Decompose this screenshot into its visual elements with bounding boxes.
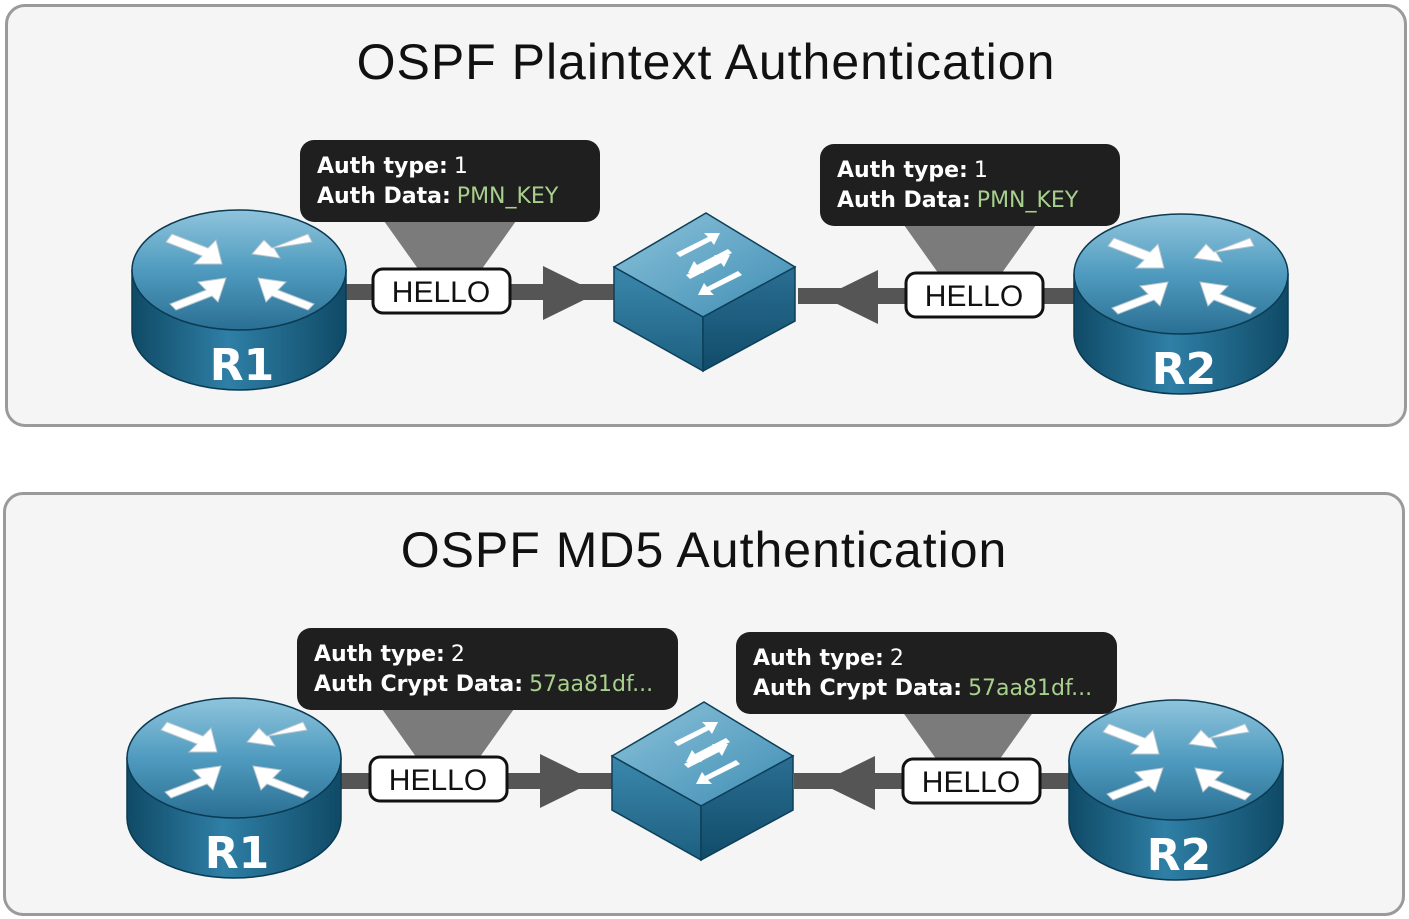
switch-icon: [612, 212, 797, 373]
right-auth-callout: Auth type:1 Auth Data:PMN_KEY: [820, 144, 1120, 226]
svg-text:Auth type:1: Auth type:1: [317, 154, 468, 179]
auth-data-value: 57aa81df...: [968, 676, 1092, 701]
svg-text:Auth type:2: Auth type:2: [753, 646, 904, 671]
hello-packet: HELLO: [904, 271, 1045, 319]
hello-label: HELLO: [925, 280, 1023, 313]
auth-data-value: PMN_KEY: [457, 184, 559, 209]
svg-text:Auth type:1: Auth type:1: [837, 158, 988, 183]
auth-type-label: Auth type:: [317, 154, 448, 179]
auth-data-label: Auth Crypt Data:: [314, 672, 523, 697]
svg-text:Auth Data:PMN_KEY: Auth Data:PMN_KEY: [837, 188, 1079, 213]
hello-label: HELLO: [392, 276, 490, 309]
auth-data-label: Auth Data:: [317, 184, 451, 209]
left-auth-callout: Auth type:1 Auth Data:PMN_KEY: [300, 140, 600, 222]
auth-type-value: 1: [454, 154, 468, 179]
callout-pointer: [384, 221, 516, 273]
auth-data-label: Auth Crypt Data:: [753, 676, 962, 701]
right-auth-callout: Auth type:2 Auth Crypt Data:57aa81df...: [736, 632, 1117, 714]
auth-type-label: Auth type:: [753, 646, 884, 671]
auth-type-value: 2: [890, 646, 904, 671]
auth-type-value: 1: [974, 158, 988, 183]
router-label: R2: [1152, 344, 1217, 395]
svg-text:Auth Crypt Data:57aa81df...: Auth Crypt Data:57aa81df...: [314, 672, 653, 697]
switch-icon: [610, 701, 795, 862]
auth-data-value: 57aa81df...: [529, 672, 653, 697]
hello-packet: HELLO: [368, 755, 509, 803]
left-auth-callout: Auth type:2 Auth Crypt Data:57aa81df...: [297, 628, 678, 710]
plaintext-auth-panel: OSPF Plaintext Authentication Auth type:…: [5, 4, 1407, 427]
arrow-left-icon: [820, 756, 875, 810]
arrow-left-icon: [823, 270, 878, 324]
auth-data-value: PMN_KEY: [977, 188, 1079, 213]
router-label: R1: [210, 340, 275, 391]
svg-text:Auth Data:PMN_KEY: Auth Data:PMN_KEY: [317, 184, 559, 209]
arrow-right-icon: [543, 266, 598, 320]
router-icon: R1: [131, 209, 347, 391]
auth-type-value: 2: [451, 642, 465, 667]
hello-packet: HELLO: [371, 267, 512, 315]
auth-type-label: Auth type:: [314, 642, 445, 667]
router-label: R2: [1147, 830, 1212, 881]
svg-text:Auth Crypt Data:57aa81df...: Auth Crypt Data:57aa81df...: [753, 676, 1092, 701]
md5-auth-panel: OSPF MD5 Authentication Auth type:2 Auth…: [3, 492, 1405, 916]
router-icon: R1: [126, 697, 342, 879]
router-icon: R2: [1068, 699, 1284, 881]
router-icon: R2: [1073, 213, 1289, 395]
callout-pointer: [904, 225, 1036, 277]
svg-text:Auth type:2: Auth type:2: [314, 642, 465, 667]
auth-data-label: Auth Data:: [837, 188, 971, 213]
router-label: R1: [205, 828, 270, 879]
hello-label: HELLO: [389, 764, 487, 797]
callout-pointer: [382, 709, 514, 761]
callout-pointer: [902, 711, 1034, 763]
panel-title: OSPF Plaintext Authentication: [356, 34, 1056, 90]
auth-type-label: Auth type:: [837, 158, 968, 183]
panel-title: OSPF MD5 Authentication: [400, 522, 1008, 578]
hello-label: HELLO: [922, 766, 1020, 799]
hello-packet: HELLO: [901, 757, 1042, 805]
arrow-right-icon: [540, 754, 595, 808]
